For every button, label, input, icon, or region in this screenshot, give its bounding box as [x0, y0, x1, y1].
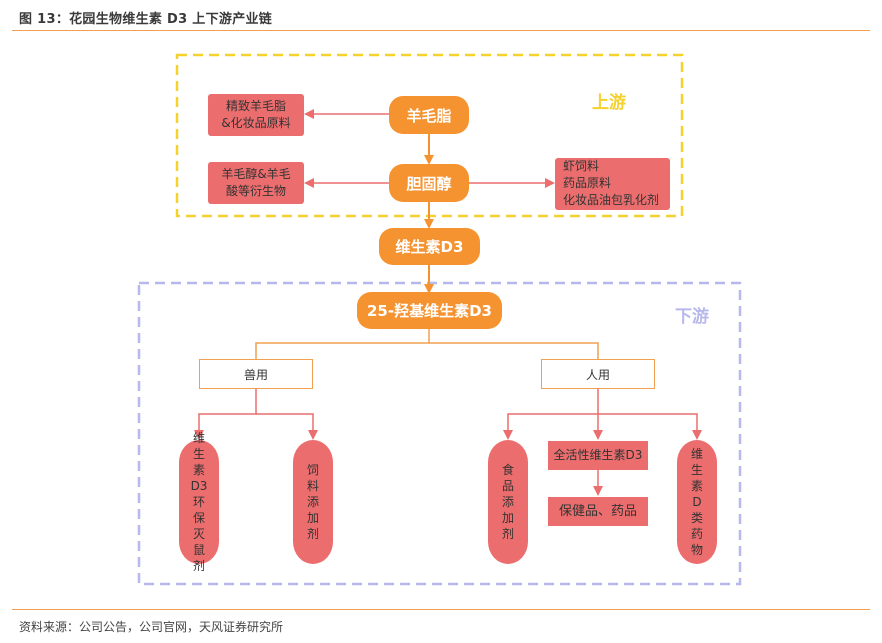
title-divider	[12, 30, 870, 31]
pill-char: 环	[192, 495, 205, 509]
connector-human-branch-right	[598, 413, 702, 440]
node-refined-lanolin-line1: 精致羊毛脂	[225, 99, 286, 113]
node-refined-lanolin: 精致羊毛脂 &化妆品原料	[208, 94, 304, 136]
node-health-products: 保健品、药品	[548, 497, 648, 526]
pill-char: 添	[501, 495, 514, 509]
node-lanolin: 羊毛脂	[389, 96, 469, 134]
node-human: 人用	[541, 359, 655, 389]
node-lanolin-alcohol-line1: 羊毛醇&羊毛	[221, 167, 291, 181]
node-rodenticide: 维生素 D3 环保灭鼠剂	[179, 431, 219, 573]
node-feed-additive: 饲料添加剂	[293, 440, 333, 564]
pill-char: 加	[306, 511, 319, 525]
pill-char: 饲	[306, 463, 319, 477]
connector-vet-branch-right	[256, 413, 318, 440]
node-active-d3: 全活性维生素D3	[548, 441, 648, 470]
node-veterinary: 兽用	[199, 359, 313, 389]
pill-char: 加	[501, 511, 514, 525]
source-note: 资料来源：公司公告，公司官网，天风证券研究所	[19, 620, 284, 634]
node-25-hydroxy-d3: 25-羟基维生素D3	[357, 292, 502, 329]
node-cholesterol: 胆固醇	[389, 164, 469, 202]
upstream-label: 上游	[592, 93, 626, 113]
pill-char: 鼠	[192, 543, 205, 557]
pill-char: 维	[192, 431, 205, 445]
pill-char: 剂	[306, 527, 319, 541]
node-cholesterol-uses-line2: 药品原料	[563, 176, 612, 190]
pill-char: 素	[690, 479, 703, 493]
pill-char: 素	[192, 463, 205, 477]
pill-char: 食	[501, 463, 514, 477]
connector-hydroxy-branch	[255, 328, 430, 360]
downstream-label: 下游	[675, 307, 709, 327]
connector-vet-branch	[194, 389, 257, 440]
pill-char: 品	[501, 479, 514, 493]
node-vitamin-d3: 维生素D3	[379, 228, 480, 265]
footer-divider	[12, 609, 870, 610]
pill-char: 剂	[192, 559, 205, 573]
node-food-additive: 食品添加剂	[488, 440, 528, 564]
pill-char: 类	[690, 511, 703, 525]
pill-char: 生	[690, 463, 703, 477]
node-lanolin-alcohol: 羊毛醇&羊毛 酸等衍生物	[208, 162, 304, 204]
node-cholesterol-uses: 虾饲料 药品原料 化妆品油包乳化剂	[555, 158, 670, 210]
node-cholesterol-uses-line1: 虾饲料	[563, 159, 600, 173]
pill-char: 保	[192, 511, 205, 525]
node-refined-lanolin-line2: &化妆品原料	[221, 116, 291, 130]
pill-char: 生	[192, 447, 205, 461]
pill-char: 添	[306, 495, 319, 509]
pill-char: D	[692, 495, 702, 509]
pill-char: 维	[690, 447, 703, 461]
node-lanolin-alcohol-line2: 酸等衍生物	[225, 184, 286, 198]
pill-char: 剂	[501, 527, 514, 541]
node-cholesterol-uses-line3: 化妆品油包乳化剂	[563, 193, 660, 207]
connector-human-branch-left	[503, 389, 599, 440]
pill-char: D3	[190, 479, 208, 493]
downstream-region	[137, 281, 742, 586]
pill-char: 物	[690, 543, 703, 557]
connector-hydroxy-branch-right	[429, 342, 599, 360]
pill-char: 药	[690, 527, 703, 541]
pill-char: 灭	[192, 527, 205, 541]
pill-char: 料	[306, 479, 319, 493]
figure-title: 图 13：花园生物维生素 D3 上下游产业链	[19, 12, 273, 27]
